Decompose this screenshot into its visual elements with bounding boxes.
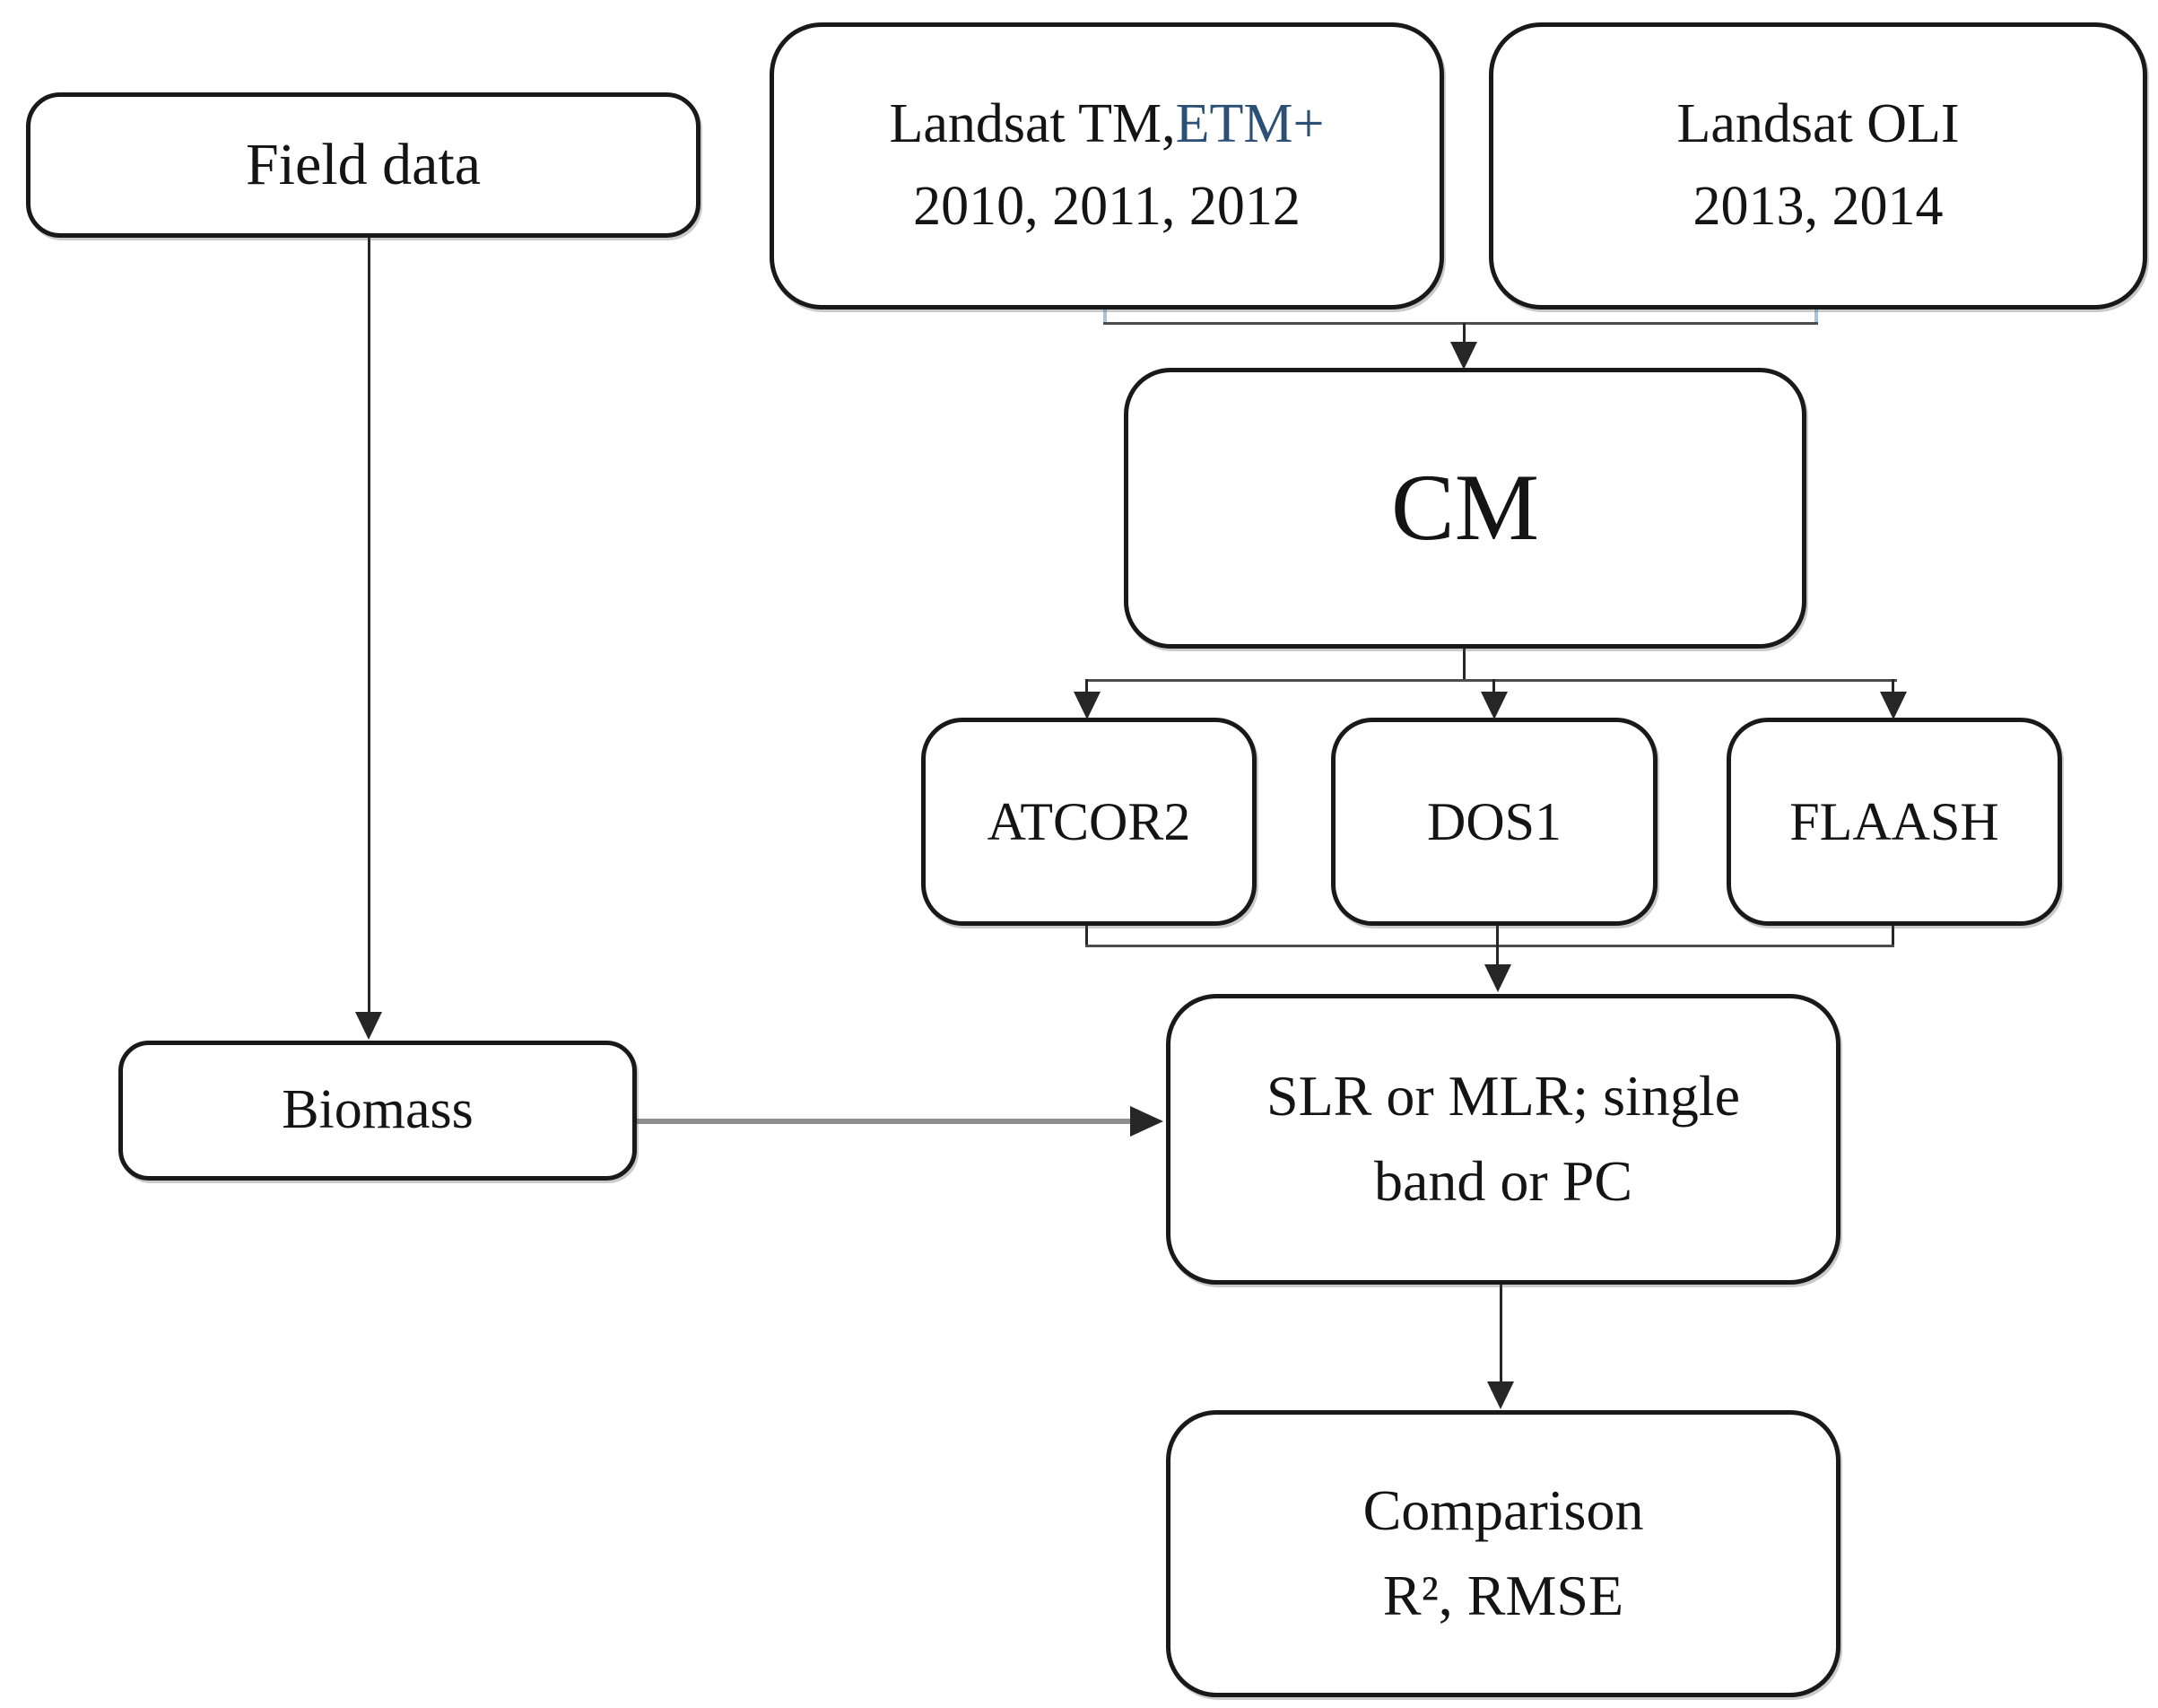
- flaash-drop: [1892, 679, 1894, 695]
- regression-line1: SLR or MLR; single: [1266, 1064, 1741, 1128]
- node-comparison: Comparison R², RMSE: [1166, 1410, 1840, 1697]
- biomass-in-arrowhead: [355, 1012, 382, 1040]
- dos1-label: DOS1: [1426, 791, 1562, 851]
- node-landsat-tm-etm: Landsat TM,ETM+ 2010, 2011, 2012: [770, 22, 1444, 309]
- atcor2-label: ATCOR2: [987, 791, 1191, 851]
- node-cm: CM: [1124, 368, 1806, 649]
- landsat-merge-line: [1103, 322, 1818, 325]
- cm-in-arrowhead: [1450, 342, 1477, 370]
- node-landsat-oli: Landsat OLI 2013, 2014: [1489, 22, 2147, 309]
- field-data-label: Field data: [245, 132, 482, 198]
- dos1-in-arrowhead: [1481, 692, 1508, 719]
- etm-plus-highlight: ETM+: [1175, 93, 1325, 155]
- node-dos1: DOS1: [1331, 718, 1658, 926]
- bracket-stub-right: [1814, 309, 1818, 325]
- regression-in-connector: [1496, 924, 1499, 966]
- cm-out-connector: [1463, 647, 1466, 682]
- distribution-line: [1085, 679, 1897, 682]
- cm-label: CM: [1391, 455, 1539, 561]
- comparison-line2: R², RMSE: [1382, 1564, 1624, 1627]
- landsat-oli-line1: Landsat OLI: [1676, 93, 1960, 155]
- regression-line2: band or PC: [1374, 1149, 1632, 1213]
- regression-left-arrowhead: [1130, 1106, 1163, 1137]
- cm-in-connector: [1463, 323, 1466, 344]
- flaash-in-arrowhead: [1880, 692, 1907, 719]
- node-biomass: Biomass: [118, 1041, 637, 1181]
- biomass-label: Biomass: [282, 1079, 474, 1141]
- field-to-biomass-connector: [368, 236, 370, 1013]
- landsat-tm-etm-line1: Landsat TM,ETM+: [889, 93, 1325, 155]
- landsat-tm-etm-line2: 2010, 2011, 2012: [913, 176, 1301, 237]
- atcor2-out-stub: [1085, 924, 1088, 947]
- flaash-out-stub: [1892, 924, 1894, 947]
- node-regression: SLR or MLR; single band or PC: [1166, 994, 1840, 1285]
- regression-out-connector: [1500, 1283, 1502, 1383]
- node-flaash: FLAASH: [1727, 718, 2062, 926]
- comparison-line1: Comparison: [1362, 1478, 1644, 1543]
- comparison-in-arrowhead: [1487, 1381, 1514, 1409]
- regression-in-arrowhead: [1484, 964, 1511, 992]
- dos1-drop: [1492, 679, 1495, 695]
- atcor2-in-arrowhead: [1074, 692, 1101, 719]
- flaash-label: FLAASH: [1789, 791, 1999, 851]
- landsat-oli-line2: 2013, 2014: [1692, 176, 1944, 237]
- node-atcor2: ATCOR2: [921, 718, 1257, 926]
- collector-line: [1085, 945, 1894, 947]
- biomass-to-regression-line: [633, 1119, 1134, 1124]
- atcor2-drop: [1085, 679, 1088, 695]
- bracket-stub-left: [1103, 309, 1107, 325]
- node-field-data: Field data: [26, 92, 700, 238]
